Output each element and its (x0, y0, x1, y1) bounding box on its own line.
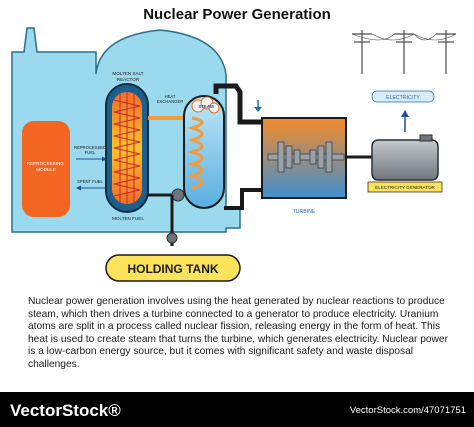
electricity-generator-label-box (367, 181, 443, 193)
pump-icon (171, 188, 185, 202)
reprocessing-label-line2: MODULE (36, 167, 56, 172)
heat-exchanger (183, 95, 225, 209)
electricity-label-box (371, 90, 435, 103)
reprocessed-fuel-arrowhead (102, 156, 107, 162)
watermark-url: VectorStock.com/47071751 (349, 405, 466, 416)
electricity-generator-label: ELECTRICITY GENERATOR (375, 185, 435, 190)
description-text: Nuclear power generation involves using … (28, 296, 448, 370)
steam-pipe (213, 83, 262, 125)
holding-tank (105, 254, 241, 282)
turbine-label: TURBINE (293, 209, 316, 215)
molten-fuel-label: MOLTEN FUEL (112, 216, 144, 221)
watermark-bar: VectorStock® VectorStock.com/47071751 (0, 392, 474, 427)
drain-valve-icon (166, 232, 178, 244)
turbine-rotor (267, 141, 345, 173)
steam-label: STEAM (198, 104, 214, 109)
page-title: Nuclear Power Generation (143, 6, 331, 23)
reprocessing-label-line1: REPROCESSING (27, 161, 64, 166)
electricity-generator (371, 139, 439, 181)
watermark-logo: VectorStock® (10, 401, 121, 420)
electricity-label: ELECTRICITY (386, 95, 420, 101)
power-line-poles-icon (351, 30, 457, 74)
return-pipe (224, 188, 262, 210)
core-heat-coils (113, 92, 141, 204)
spent-fuel-label: SPENT FUEL (77, 179, 103, 184)
holding-tank-label: HOLDING TANK (127, 262, 218, 276)
heat-exchanger-coil (186, 116, 204, 190)
generator-to-grid-arrowhead (401, 110, 409, 117)
reprocessing-module (22, 121, 70, 217)
steam-cloud-icon (191, 96, 220, 114)
reprocessing-module-label: REPROCESSING MODULE (27, 161, 65, 172)
spent-fuel-arrowhead (76, 185, 81, 191)
